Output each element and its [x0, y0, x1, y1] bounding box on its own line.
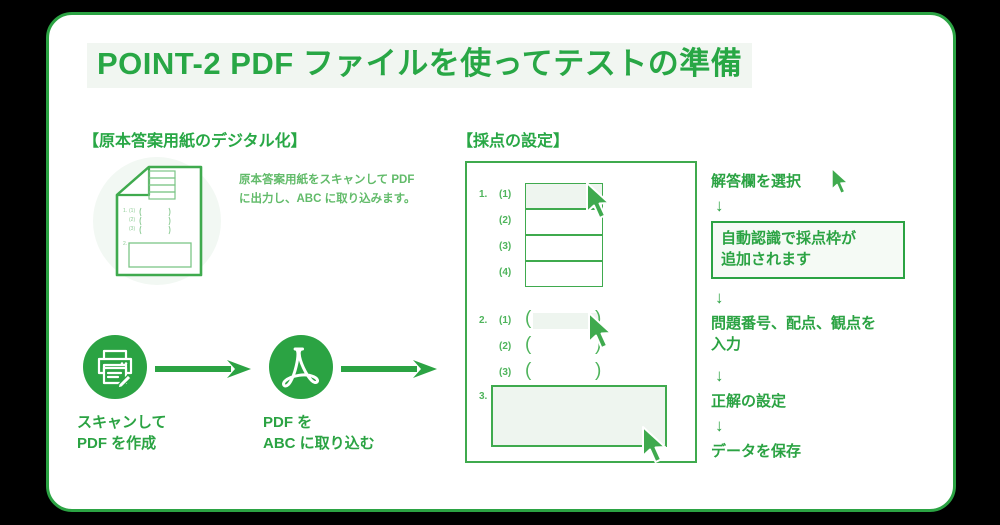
svg-text:(2): (2)	[129, 217, 135, 223]
paren-open-2-2: (	[525, 334, 532, 355]
page-title: POINT-2 PDF ファイルを使ってテストの準備	[97, 46, 743, 81]
flow-arrow-1	[155, 360, 251, 378]
answer-box-1-4[interactable]	[525, 261, 603, 287]
flow-caption-scan: スキャンして PDF を作成	[77, 413, 167, 454]
sub-label-2-2: (2)	[499, 341, 512, 352]
step-auto-detect-line2: 追加されます	[721, 251, 812, 268]
scan-to-pdf-flow: スキャンして PDF を作成 PDF を ABC に取り込む	[77, 335, 467, 475]
sub-label-1-2: (2)	[499, 215, 512, 226]
answer-sheet-document-icon: 1.(1) (2) (3) 2.	[115, 165, 203, 277]
question-number-2: 2.	[479, 315, 488, 326]
sub-label-2-1: (1)	[499, 315, 512, 326]
answer-box-1-3[interactable]	[525, 235, 603, 261]
flow-down-arrow-4: ↓	[715, 416, 724, 435]
step-set-correct-answer: 正解の設定	[711, 393, 787, 410]
grading-setup-panel: 1. (1) (2) (3) (4) 2. (1) (2) (3) ( ) ( …	[465, 161, 697, 463]
paren-close-2-3: )	[595, 360, 602, 381]
svg-text:1.: 1.	[123, 208, 127, 214]
svg-text:2.: 2.	[123, 241, 127, 247]
svg-text:(3): (3)	[129, 226, 135, 232]
answer-field-2-1-highlight[interactable]	[533, 313, 599, 329]
step-auto-detect-line1: 自動認識で採点枠が	[721, 230, 857, 247]
flow-caption-pdf: PDF を ABC に取り込む	[263, 413, 375, 454]
flow-caption-pdf-line2: ABC に取り込む	[263, 434, 375, 452]
mouse-cursor-icon-3	[642, 426, 666, 463]
paren-open-2-3: (	[525, 360, 532, 381]
flow-caption-scan-line2: PDF を作成	[77, 434, 157, 452]
mouse-cursor-icon-1	[586, 182, 610, 219]
left-section-paragraph: 原本答案用紙をスキャンして PDF に出力し、ABC に取り込みます。	[239, 174, 416, 205]
pdf-acrobat-icon-button[interactable]	[269, 335, 333, 399]
printer-scanner-icon	[97, 349, 133, 389]
sub-label-2-3: (3)	[499, 367, 512, 378]
middle-section-heading: 【採点の設定】	[457, 133, 570, 150]
sub-label-1-4: (4)	[499, 267, 512, 278]
step-enter-question-info-line2: 入力	[711, 336, 742, 353]
pdf-acrobat-icon	[282, 347, 320, 388]
step-auto-detect-box: 自動認識で採点枠が 追加されます	[711, 221, 905, 279]
page-title-band: POINT-2 PDF ファイルを使ってテストの準備	[87, 43, 753, 89]
step-enter-question-info-line1: 問題番号、配点、観点を	[711, 315, 877, 332]
question-number-1: 1.	[479, 189, 488, 200]
question-number-3: 3.	[479, 391, 488, 402]
flow-down-arrow-3: ↓	[715, 366, 724, 385]
sub-label-1-3: (3)	[499, 241, 512, 252]
left-section-heading: 【原本答案用紙のデジタル化】	[83, 133, 307, 150]
step-save-data: データを保存	[711, 443, 802, 460]
svg-text:(1): (1)	[129, 208, 135, 214]
step-select-answer-field: 解答欄を選択	[711, 173, 802, 190]
paren-open-2-1: (	[525, 308, 532, 329]
paren-close-2-2: )	[595, 334, 602, 355]
printer-scanner-icon-button[interactable]	[83, 335, 147, 399]
step-enter-question-info: 問題番号、配点、観点を 入力	[711, 313, 876, 355]
answer-box-1-2[interactable]	[525, 209, 603, 235]
sub-label-1-1: (1)	[499, 189, 512, 200]
mouse-cursor-icon-4	[831, 167, 849, 195]
document-illustration: 1.(1) (2) (3) 2.	[93, 157, 223, 285]
main-card: POINT-2 PDF ファイルを使ってテストの準備 【原本答案用紙のデジタル化…	[46, 12, 956, 512]
mouse-cursor-icon-2	[588, 312, 612, 349]
flow-down-arrow-1: ↓	[715, 196, 724, 215]
flow-arrow-2	[341, 360, 437, 378]
answer-box-3-1[interactable]	[491, 385, 667, 447]
flow-caption-pdf-line1: PDF を	[263, 414, 313, 431]
flow-down-arrow-2: ↓	[715, 288, 724, 307]
flow-caption-scan-line1: スキャンして	[77, 414, 167, 431]
paren-close-2-1: )	[595, 308, 602, 329]
